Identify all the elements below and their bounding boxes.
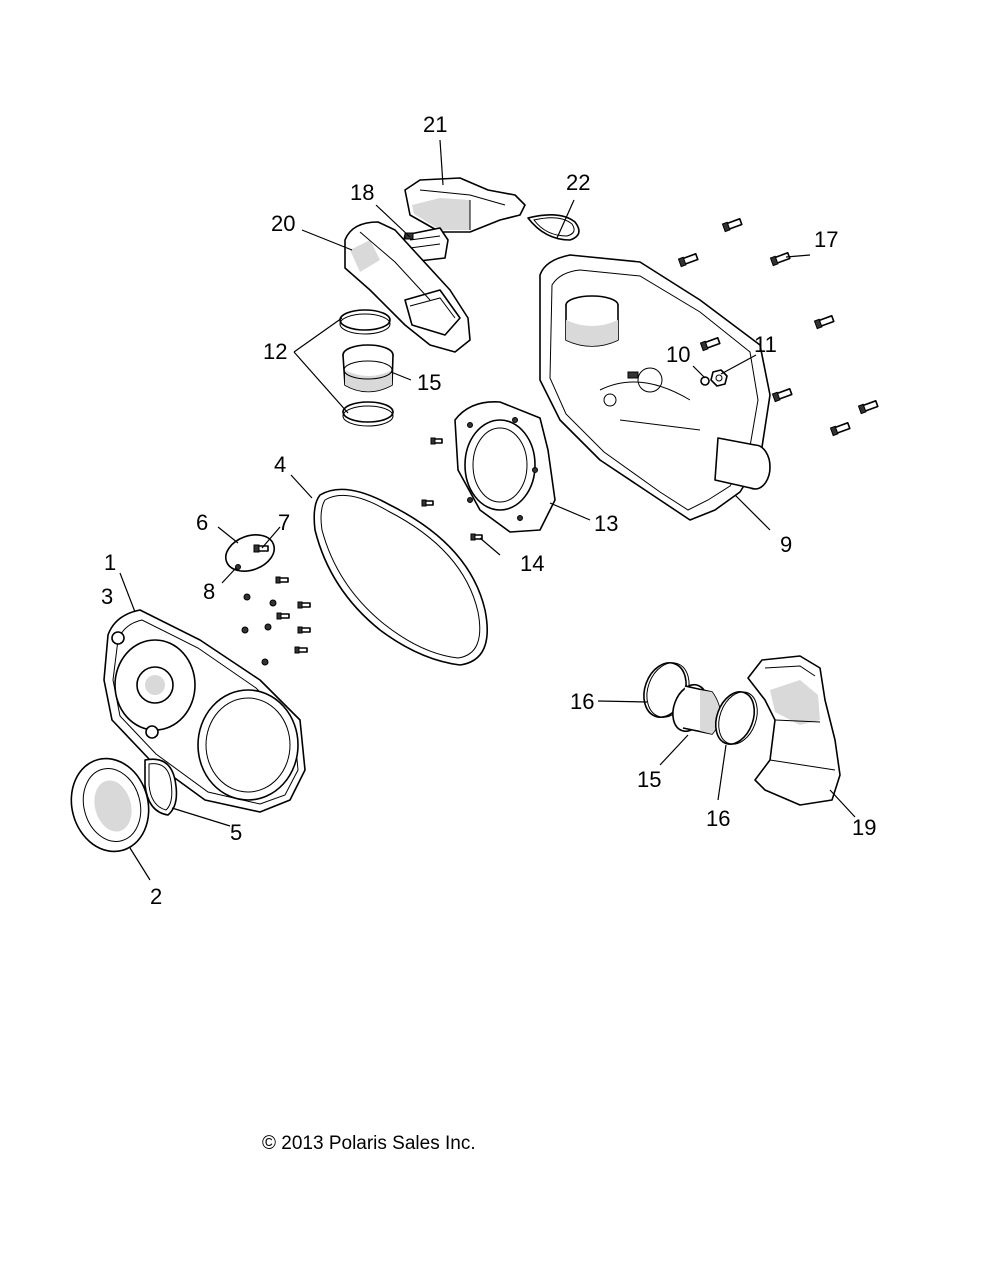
callout-22: 22: [566, 170, 590, 195]
callout-2: 2: [150, 884, 162, 909]
part-20-intake-duct: [344, 221, 471, 353]
outer-cover-bolts: [241, 576, 311, 666]
callout-10: 10: [666, 342, 690, 367]
callout-3: 3: [101, 584, 113, 609]
callout-labels: 21 18 22 20 17 12 15 10 11 4 13 14 9 6 7…: [101, 112, 876, 909]
part-10-washer: [700, 376, 710, 386]
part-8-fastener: [235, 564, 241, 570]
callout-21: 21: [423, 112, 447, 137]
callout-18: 18: [350, 180, 374, 205]
part-12-clamp-lower: [342, 401, 394, 427]
callout-15-lower: 15: [637, 767, 661, 792]
part-4-drive-belt: [313, 488, 489, 666]
part-16-clamp-right: [714, 691, 758, 745]
part-11-nut: [710, 369, 728, 387]
copyright-notice: © 2013 Polaris Sales Inc.: [262, 1133, 476, 1154]
part-15-coupler-upper: [342, 344, 394, 393]
part-13-shroud-plate: [454, 401, 556, 533]
callout-7: 7: [278, 510, 290, 535]
callout-6: 6: [196, 510, 208, 535]
part-5-gasket: [144, 758, 178, 816]
part-14-screws: [421, 437, 483, 541]
part-17-bolts: [677, 218, 879, 437]
callout-11: 11: [754, 332, 777, 357]
part-12-clamp-upper: [339, 309, 391, 335]
callout-15-upper: 15: [417, 370, 441, 395]
callout-13: 13: [594, 511, 618, 536]
part-19-outlet-duct: [747, 655, 841, 806]
callout-17: 17: [814, 227, 838, 252]
callout-16-right: 16: [706, 806, 730, 831]
callout-5: 5: [230, 820, 242, 845]
callout-8: 8: [203, 579, 215, 604]
part-21-intake-cover: [404, 177, 526, 233]
part-22-gasket: [527, 214, 580, 241]
part-7-fastener: [253, 544, 269, 553]
part-9-inner-clutch-cover: [539, 254, 771, 521]
callout-16-left: 16: [570, 689, 594, 714]
callout-12: 12: [263, 339, 287, 364]
callout-14: 14: [520, 551, 544, 576]
part-6-cap-plate: [224, 534, 276, 572]
callout-20: 20: [271, 211, 295, 236]
leader-lines: [119, 139, 856, 881]
callout-1: 1: [104, 550, 116, 575]
callout-9: 9: [780, 532, 792, 557]
callout-19: 19: [852, 815, 876, 840]
callout-4: 4: [274, 452, 286, 477]
